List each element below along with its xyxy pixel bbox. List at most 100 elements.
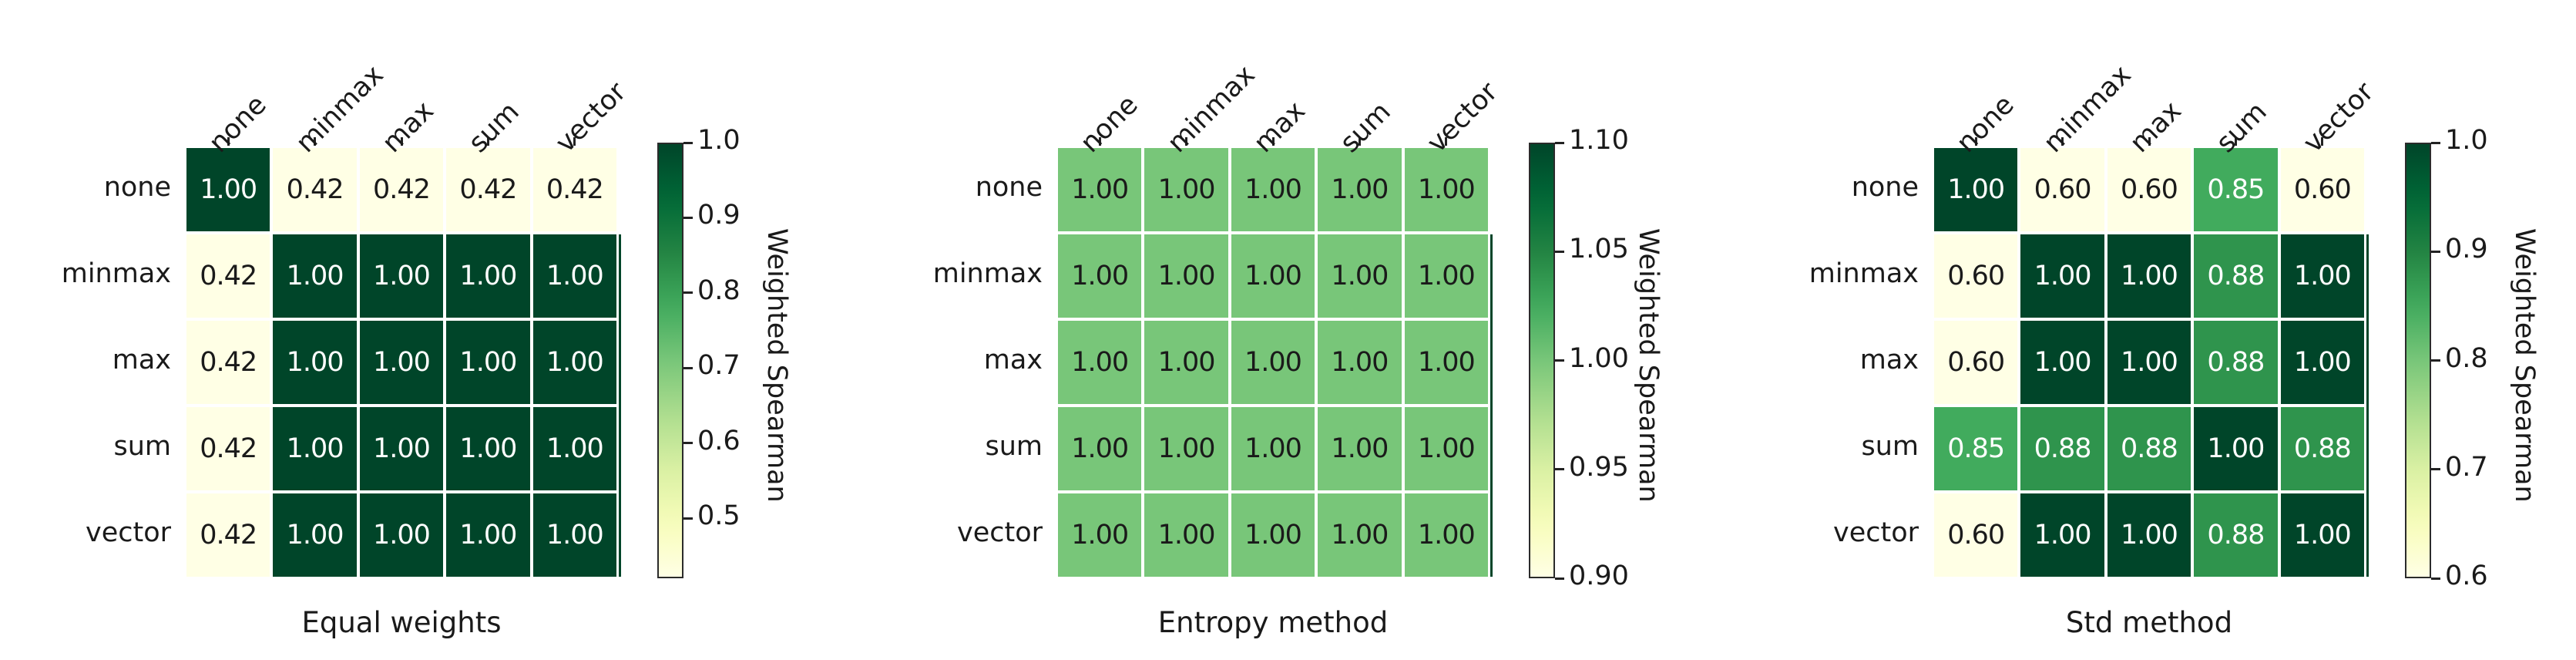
x-tick-mark: [2061, 137, 2064, 146]
colorbar-tick-mark: [2431, 250, 2440, 253]
heatmap-cell: 1.00: [186, 148, 270, 231]
heatmap-cell: 1.00: [446, 234, 530, 318]
colorbar-tick-label: 0.6: [2445, 561, 2488, 591]
heatmap-cell: 1.00: [273, 407, 357, 490]
heatmap-cell: 1.00: [532, 407, 616, 490]
x-tick-mark: [1271, 137, 1275, 146]
heatmap-cell: 0.60: [1934, 321, 2018, 404]
heatmap-cell: 1.00: [2020, 493, 2104, 577]
y-axis-label-vector: vector: [956, 517, 1043, 548]
y-axis-label-vector: vector: [1832, 517, 1919, 548]
colorbar-title: Weighted Spearman: [761, 227, 792, 503]
heatmap-cell: 0.42: [186, 493, 270, 577]
heatmap-cell: 0.60: [2107, 148, 2191, 231]
x-tick-mark: [486, 137, 489, 146]
heatmap-cell: 0.60: [2280, 148, 2364, 231]
y-axis-label-max: max: [983, 345, 1043, 375]
x-axis-label-vector: vector: [549, 76, 633, 159]
heatmap-cell: 0.88: [2020, 407, 2104, 490]
heatmap-cell: 1.00: [359, 407, 444, 490]
heatmap-cell: 0.42: [359, 148, 444, 231]
heatmap-cell: 0.42: [446, 148, 530, 231]
heatmap-right-spine: [1490, 234, 1493, 577]
heatmap-cell: 0.88: [2280, 407, 2364, 490]
x-tick-mark: [2321, 137, 2324, 146]
heatmap-cell: 1.00: [2280, 234, 2364, 318]
heatmap-cell: 1.00: [1318, 148, 1402, 231]
heatmap-cell: 1.00: [1404, 493, 1488, 577]
colorbar-title: Weighted Spearman: [1633, 227, 1664, 503]
colorbar: [1529, 143, 1555, 578]
colorbar-gradient: [659, 144, 682, 577]
colorbar-tick-mark: [2431, 468, 2440, 471]
heatmap-cell: 1.00: [1934, 148, 2018, 231]
colorbar-tick-mark: [1555, 359, 1564, 362]
colorbar-tick-label: 0.5: [697, 500, 741, 532]
colorbar-tick-mark: [2431, 141, 2440, 144]
heatmap-cell: 1.00: [1144, 493, 1228, 577]
heatmap-cell: 0.60: [1934, 493, 2018, 577]
heatmap-cell: 1.00: [2107, 234, 2191, 318]
y-axis-label-none: none: [975, 172, 1043, 203]
heatmap-cell: 1.00: [2107, 321, 2191, 404]
colorbar-tick-label: 0.8: [2445, 342, 2488, 374]
colorbar-tick-label: 1.10: [1569, 125, 1629, 156]
heatmap-cell: 1.00: [1144, 407, 1228, 490]
colorbar-tick-mark: [1555, 577, 1564, 580]
colorbar-tick-label: 1.0: [697, 125, 741, 156]
heatmap-cell: 1.00: [273, 321, 357, 404]
panel-title: Entropy method: [1157, 606, 1389, 639]
heatmap-cell: 0.60: [1934, 234, 2018, 318]
x-tick-mark: [1185, 137, 1188, 146]
panel-title: Std method: [2065, 606, 2233, 639]
heatmap-cell: 0.42: [186, 407, 270, 490]
heatmap-cell: 1.00: [359, 321, 444, 404]
heatmap-cell: 1.00: [532, 321, 616, 404]
colorbar-tick-mark: [1555, 141, 1564, 144]
heatmap-right-spine: [2366, 234, 2369, 577]
x-tick-mark: [1358, 137, 1361, 146]
y-axis-label-sum: sum: [985, 431, 1043, 462]
heatmap-cell: 1.00: [2020, 321, 2104, 404]
heatmap-cell: 1.00: [1404, 234, 1488, 318]
y-axis-label-minmax: minmax: [1809, 258, 1919, 289]
heatmap-cell: 1.00: [532, 234, 616, 318]
heatmap-cell: 1.00: [1231, 407, 1315, 490]
colorbar-tick-label: 0.6: [697, 425, 741, 456]
colorbar-tick-mark: [683, 366, 693, 369]
y-axis-label-max: max: [1859, 345, 1919, 375]
colorbar-tick-mark: [683, 216, 693, 219]
heatmap-cell: 1.00: [1318, 493, 1402, 577]
colorbar-tick-mark: [683, 517, 693, 520]
heatmap-cell: 0.60: [2020, 148, 2104, 231]
heatmap-cell: 1.00: [2020, 234, 2104, 318]
heatmap-cell: 1.00: [1404, 148, 1488, 231]
heatmap-right-spine: [619, 234, 621, 577]
heatmap-cell: 0.42: [186, 234, 270, 318]
heatmap-cell: 0.88: [2194, 493, 2278, 577]
colorbar-title: Weighted Spearman: [2509, 227, 2540, 503]
x-tick-mark: [573, 137, 576, 146]
heatmap-cell: 1.00: [1318, 407, 1402, 490]
colorbar-tick-label: 0.7: [2445, 451, 2488, 483]
colorbar-tick-label: 0.9: [697, 200, 741, 231]
colorbar-tick-mark: [683, 442, 693, 445]
x-axis-label-minmax: minmax: [2037, 59, 2138, 159]
heatmap-cell: 1.00: [446, 493, 530, 577]
heatmap-cell: 1.00: [1318, 234, 1402, 318]
colorbar-tick-mark: [2431, 577, 2440, 580]
heatmap-cell: 1.00: [1231, 234, 1315, 318]
heatmap-cell: 1.00: [1058, 321, 1142, 404]
x-axis-label-vector: vector: [2297, 76, 2380, 159]
colorbar-gradient: [2406, 144, 2430, 577]
x-axis-label-minmax: minmax: [1161, 59, 1261, 159]
colorbar-gradient: [1530, 144, 1553, 577]
heatmap-cell: 1.00: [1144, 148, 1228, 231]
y-axis-label-sum: sum: [1861, 431, 1919, 462]
heatmap-cell: 1.00: [1404, 407, 1488, 490]
